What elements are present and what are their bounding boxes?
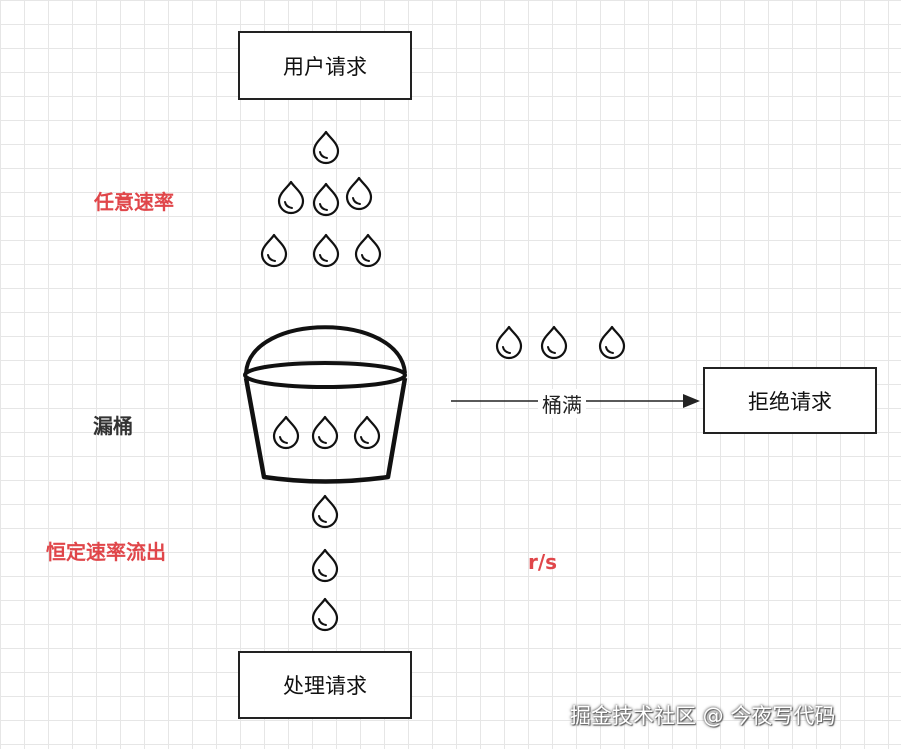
water-drop-icon (277, 180, 305, 215)
reject-request-box: 拒绝请求 (703, 367, 877, 434)
water-drop-icon (312, 182, 340, 217)
user-request-box: 用户请求 (238, 31, 412, 100)
bucket-full-label: 桶满 (538, 389, 586, 418)
water-drop-icon (540, 325, 568, 360)
watermark: 掘金技术社区 @ 今夜写代码 (570, 704, 836, 728)
water-drop-icon (272, 415, 300, 450)
rate-unit-label: r/s (528, 550, 558, 574)
water-drop-icon (260, 233, 288, 268)
water-drop-icon (311, 548, 339, 583)
water-drop-icon (495, 325, 523, 360)
water-drop-icon (598, 325, 626, 360)
water-drop-icon (353, 415, 381, 450)
bucket-icon (243, 325, 408, 484)
process-request-label: 处理请求 (283, 674, 367, 698)
constant-rate-label: 恒定速率流出 (46, 540, 166, 564)
water-drop-icon (345, 176, 373, 211)
water-drop-icon (312, 130, 340, 165)
water-drop-icon (311, 597, 339, 632)
water-drop-icon (312, 233, 340, 268)
user-request-label: 用户请求 (283, 54, 367, 79)
water-drop-icon (311, 415, 339, 450)
any-rate-label: 任意速率 (94, 190, 174, 214)
water-drop-icon (311, 494, 339, 529)
bucket-label: 漏桶 (93, 414, 133, 438)
process-request-box: 处理请求 (238, 651, 412, 719)
reject-request-label: 拒绝请求 (748, 389, 832, 414)
water-drop-icon (354, 233, 382, 268)
